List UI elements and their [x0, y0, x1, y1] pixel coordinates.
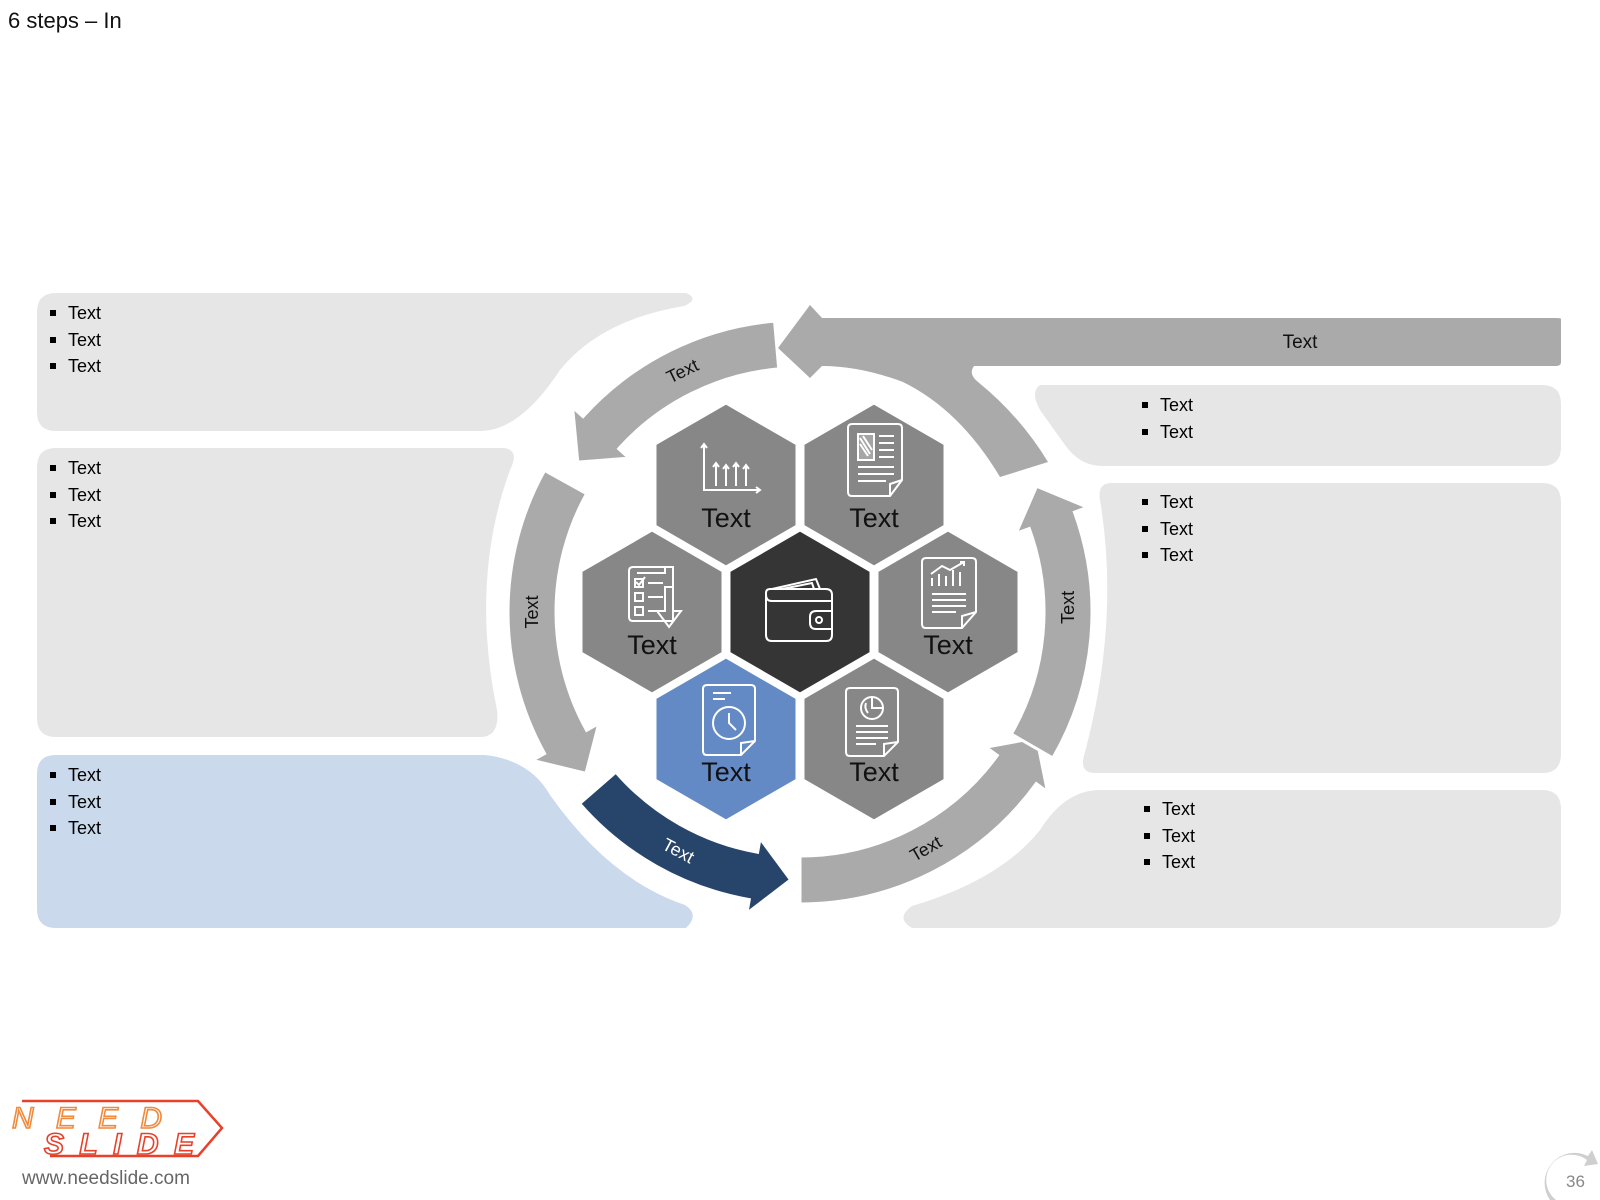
hexagon-label-bottom-left: Text	[701, 757, 751, 787]
clock-document-icon	[702, 684, 756, 756]
bullet-item: Text	[1144, 796, 1195, 823]
bullet-item: Text	[1142, 419, 1193, 446]
panel-left-top	[37, 293, 693, 431]
bullet-item: Text	[50, 482, 101, 509]
bullet-item: Text	[50, 300, 101, 327]
checklist-icon	[628, 566, 683, 629]
bullet-item: Text	[1142, 392, 1193, 419]
arrow-label-right: Text	[1058, 591, 1078, 624]
hexagon-label-middle-left: Text	[627, 630, 677, 660]
growth-report-icon	[921, 557, 977, 629]
bullet-item: Text	[50, 327, 101, 354]
panel-right-middle	[1082, 483, 1561, 773]
arrow-label-left: Text	[522, 595, 542, 628]
bullet-item: Text	[1144, 823, 1195, 850]
arrow-top-left	[570, 319, 781, 464]
footer-url[interactable]: www.needslide.com	[22, 1168, 190, 1189]
slide-title: 6 steps – In	[8, 8, 122, 33]
bullet-item: Text	[50, 789, 101, 816]
cycle-arrows-icon	[1544, 1150, 1598, 1200]
panel-right-bottom	[903, 790, 1561, 928]
pie-report-icon	[845, 687, 899, 757]
bullet-item: Text	[1144, 849, 1195, 876]
panel-left-middle	[37, 448, 514, 737]
hexagon-label-middle-right: Text	[923, 630, 973, 660]
arrow-right	[1009, 484, 1094, 761]
arrow-left	[506, 468, 602, 776]
bullet-item: Text	[50, 508, 101, 535]
bullet-item: Text	[50, 455, 101, 482]
arrow-bottom-left	[577, 769, 793, 917]
page-number-badge	[1544, 1150, 1598, 1200]
hexagon-label-top-right: Text	[849, 503, 899, 533]
hexagon-center	[727, 528, 873, 696]
bullet-item: Text	[1142, 489, 1193, 516]
banner-label: Text	[1283, 332, 1319, 353]
bullet-item: Text	[50, 815, 101, 842]
hexagon-label-bottom-right: Text	[849, 757, 899, 787]
banner-arrow	[778, 305, 1561, 477]
panel-right-top	[1035, 385, 1561, 466]
wallet-icon	[765, 577, 833, 642]
needslide-logo: NEED SLIDE	[11, 1099, 224, 1160]
hexagon-label-top-left: Text	[701, 503, 751, 533]
hexagon-top-right	[801, 401, 947, 569]
bullet-item: Text	[50, 762, 101, 789]
panel-left-bottom	[37, 755, 693, 928]
bullet-item: Text	[1142, 542, 1193, 569]
arrow-bottom-right	[798, 736, 1050, 906]
bullet-item: Text	[1142, 516, 1193, 543]
document-icon	[847, 423, 903, 497]
page-number: 36	[1566, 1172, 1585, 1191]
bar-chart-icon	[700, 442, 762, 494]
logo-arrow-outline	[22, 1099, 224, 1158]
bullet-item: Text	[50, 353, 101, 380]
